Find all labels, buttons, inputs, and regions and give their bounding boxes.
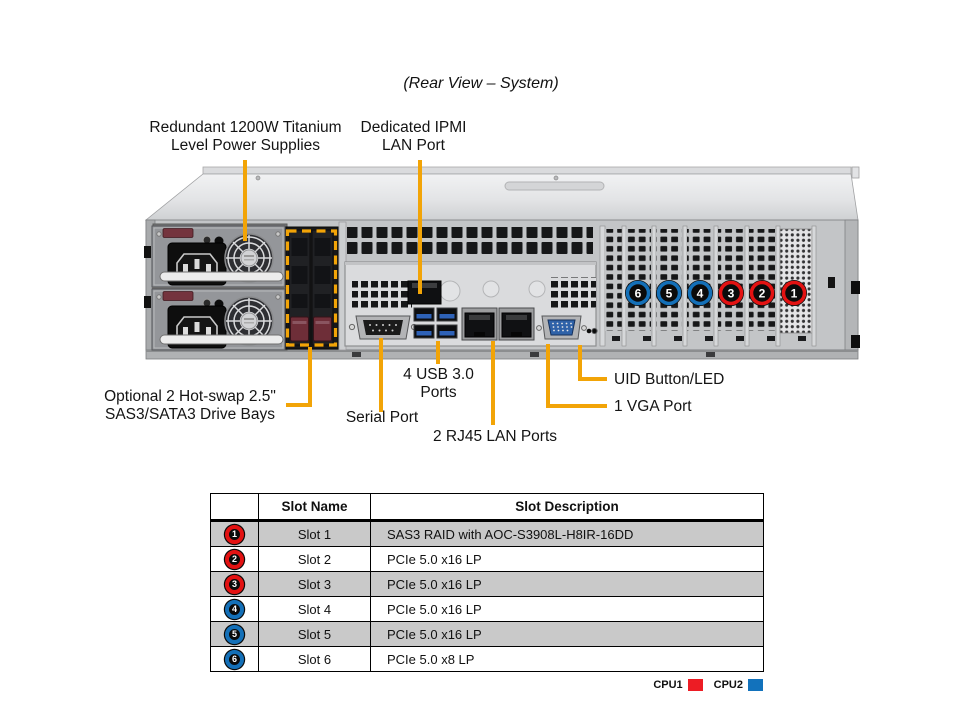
lan-port-2	[498, 307, 535, 341]
chassis-badge-2: 2	[749, 280, 775, 306]
callout-uid	[578, 345, 607, 381]
table-row: 5 Slot 5 PCIe 5.0 x16 LP	[210, 621, 764, 647]
header-slot-name: Slot Name	[258, 493, 371, 522]
slot-badge: 6	[225, 649, 244, 669]
punch-out-hole	[439, 280, 461, 302]
drive-bay-1	[288, 229, 311, 346]
chassis-badge-5: 5	[656, 280, 682, 306]
top-vent-band	[347, 227, 593, 258]
cpu2-label: CPU2	[713, 679, 743, 691]
slot-name-cell: Slot 1	[258, 520, 371, 547]
io-panel	[344, 261, 598, 347]
slot-name-cell: Slot 5	[258, 621, 371, 647]
punch-out-hole	[528, 280, 546, 298]
chassis-top	[144, 166, 860, 221]
table-row: 2 Slot 2 PCIe 5.0 x16 LP	[210, 546, 764, 572]
slot-badge: 3	[225, 574, 244, 594]
label-ipmi-lan-port: Dedicated IPMI LAN Port	[360, 119, 467, 154]
serial-port	[348, 315, 418, 340]
slot-name-cell: Slot 2	[258, 546, 371, 572]
power-supply-2	[152, 289, 285, 350]
label-vga-port: 1 VGA Port	[614, 398, 692, 415]
pcie-slot-area	[599, 225, 817, 347]
chassis-badge-1: 1	[781, 280, 807, 306]
usb-ports	[413, 307, 458, 339]
chassis-bottom-edge	[145, 349, 859, 360]
svg-text:1: 1	[791, 287, 798, 301]
table-row: 1 Slot 1 SAS3 RAID with AOC-S3908L-H8IR-…	[210, 520, 764, 547]
label-drive-bays: Optional 2 Hot-swap 2.5" SAS3/SATA3 Driv…	[104, 388, 276, 423]
slot-table: Slot Name Slot Description 1 Slot 1 SAS3…	[210, 493, 764, 672]
table-row: 6 Slot 6 PCIe 5.0 x8 LP	[210, 646, 764, 672]
cpu2-color-swatch	[748, 679, 763, 691]
slot-badge: 5	[225, 624, 244, 644]
ipmi-lan-port	[407, 280, 442, 305]
power-supply-1	[152, 226, 285, 287]
chassis-badge-6: 6	[625, 280, 651, 306]
label-usb-ports: 4 USB 3.0 Ports	[403, 366, 474, 401]
header-slot-description: Slot Description	[370, 493, 764, 522]
svg-text:3: 3	[728, 287, 735, 301]
svg-text:5: 5	[666, 287, 673, 301]
cpu-legend: CPU1 CPU2	[653, 679, 763, 691]
slot-description-cell: PCIe 5.0 x16 LP	[370, 571, 764, 597]
slot-screw-marks	[612, 336, 806, 341]
drive-bays	[285, 226, 339, 350]
drive-bays-highlight	[285, 229, 338, 347]
page-title: (Rear View – System)	[403, 75, 559, 92]
chassis-badge-4: 4	[687, 280, 713, 306]
slot-badge: 2	[225, 549, 244, 569]
slot-description-cell: PCIe 5.0 x16 LP	[370, 546, 764, 572]
slot-name-cell: Slot 4	[258, 596, 371, 622]
punch-out-hole	[482, 280, 500, 298]
header-badge-col	[210, 493, 259, 522]
slot-name-cell: Slot 6	[258, 646, 371, 672]
slot-description-cell: PCIe 5.0 x16 LP	[370, 621, 764, 647]
chassis-slot-badges: 6 5 4 3 2	[625, 280, 807, 306]
svg-text:6: 6	[635, 287, 642, 301]
label-uid-button: UID Button/LED	[614, 371, 725, 388]
chassis-badge-3: 3	[718, 280, 744, 306]
label-lan-ports: 2 RJ45 LAN Ports	[432, 428, 558, 445]
slot-table-header: Slot Name Slot Description	[210, 493, 764, 522]
callout-drive-bays	[286, 347, 312, 407]
power-supplies	[152, 223, 288, 350]
slot-description-cell: SAS3 RAID with AOC-S3908L-H8IR-16DD	[370, 520, 764, 547]
lan-ports	[461, 307, 535, 341]
io-vent-right	[550, 277, 596, 308]
svg-text:2: 2	[759, 287, 766, 301]
label-power-supplies: Redundant 1200W Titanium Level Power Sup…	[149, 119, 342, 154]
callout-vga	[546, 344, 607, 408]
slot-badge: 1	[225, 524, 244, 544]
uid-button-led	[586, 327, 598, 335]
vga-port	[536, 315, 587, 340]
slot-description-cell: PCIe 5.0 x16 LP	[370, 596, 764, 622]
slot-name-cell: Slot 3	[258, 571, 371, 597]
callout-lines	[243, 160, 607, 425]
lan-port-1	[461, 307, 498, 341]
drive-bay-2	[311, 229, 334, 346]
cpu1-label: CPU1	[653, 679, 683, 691]
slot-description-cell: PCIe 5.0 x8 LP	[370, 646, 764, 672]
slot-badge: 4	[225, 599, 244, 619]
cpu1-color-swatch	[687, 679, 703, 691]
label-serial-port: Serial Port	[345, 409, 419, 426]
svg-text:4: 4	[697, 287, 704, 301]
io-vent-left	[352, 279, 412, 309]
server-rear-view-illustration: 6 5 4 3 2	[144, 160, 860, 425]
table-row: 4 Slot 4 PCIe 5.0 x16 LP	[210, 596, 764, 622]
table-row: 3 Slot 3 PCIe 5.0 x16 LP	[210, 571, 764, 597]
